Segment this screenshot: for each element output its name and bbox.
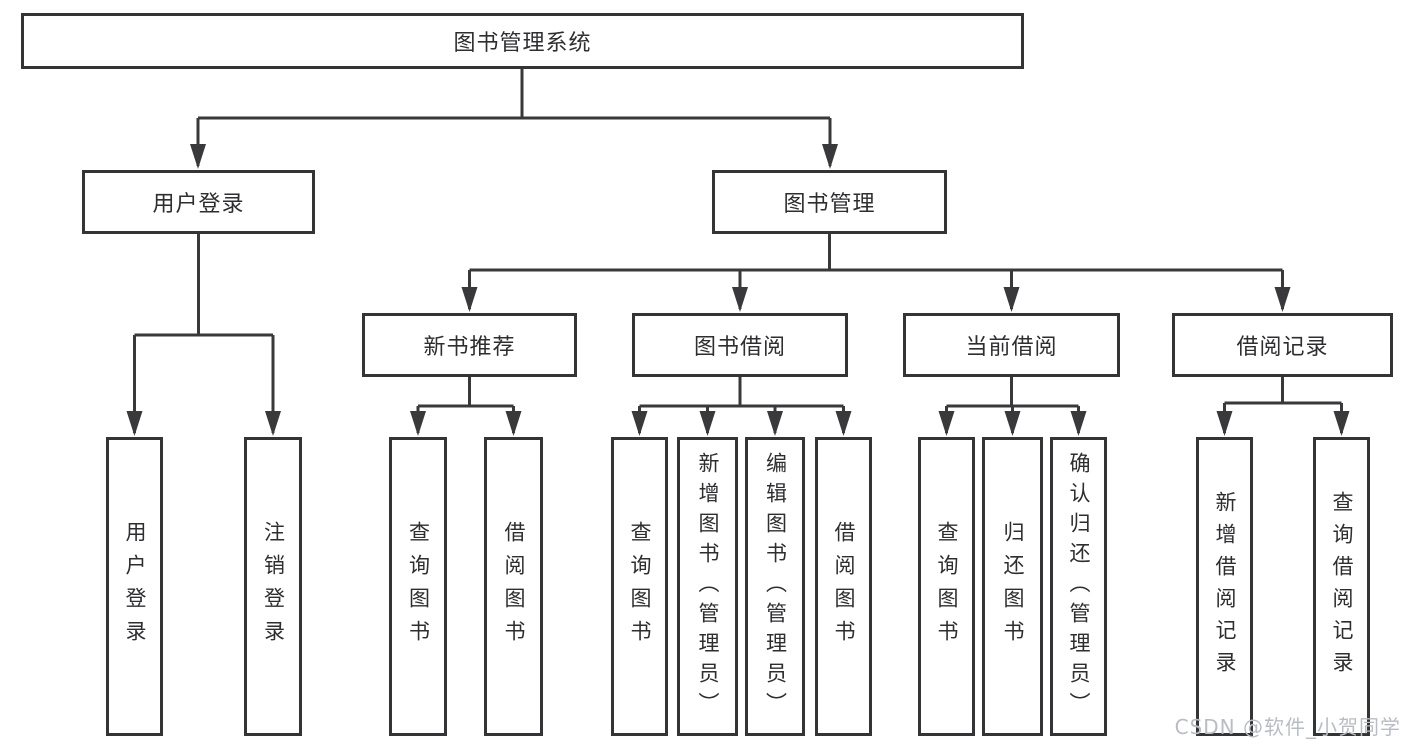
leaf-query-books-current: 查询图书 xyxy=(918,437,975,736)
node-borrow-records: 借阅记录 xyxy=(1172,313,1393,377)
leaf-add-borrow-record: 新增借阅记录 xyxy=(1196,437,1253,736)
leaf-edit-books-admin-label: 编辑图书（管理员） xyxy=(763,451,788,722)
node-user-login: 用户登录 xyxy=(82,170,315,234)
watermark: CSDN @软件_小贺同学 xyxy=(1174,715,1401,739)
node-current-borrow: 当前借阅 xyxy=(903,313,1120,377)
leaf-confirm-return-admin: 确认归还（管理员） xyxy=(1050,437,1107,736)
leaf-user-login: 用户登录 xyxy=(106,437,163,736)
leaf-confirm-return-admin-label: 确认归还（管理员） xyxy=(1067,451,1091,722)
node-new-book-recommend: 新书推荐 xyxy=(362,313,577,377)
node-book-management: 图书管理 xyxy=(712,170,947,234)
leaf-add-borrow-record-label: 新增借阅记录 xyxy=(1213,490,1237,683)
leaf-edit-books-admin: 编辑图书（管理员） xyxy=(745,437,805,736)
leaf-add-books-admin: 新增图书（管理员） xyxy=(677,437,738,736)
node-book-borrow: 图书借阅 xyxy=(632,313,848,377)
node-library-management-system: 图书管理系统 xyxy=(21,13,1024,69)
leaf-logout-label: 注销登录 xyxy=(261,520,286,653)
leaf-borrow-books-label: 借阅图书 xyxy=(832,520,856,653)
leaf-query-borrow-record-label: 查询借阅记录 xyxy=(1330,490,1354,683)
leaf-query-books-recommend: 查询图书 xyxy=(389,437,447,736)
leaf-borrow-books-recommend-label: 借阅图书 xyxy=(502,520,526,653)
leaf-return-books-label: 归还图书 xyxy=(1001,520,1025,653)
leaf-query-borrow-record: 查询借阅记录 xyxy=(1313,437,1370,736)
leaf-user-login-label: 用户登录 xyxy=(123,520,147,653)
leaf-query-books-borrow-label: 查询图书 xyxy=(628,520,652,653)
leaf-query-books-recommend-label: 查询图书 xyxy=(406,520,431,653)
leaf-query-books-current-label: 查询图书 xyxy=(935,520,959,653)
leaf-return-books: 归还图书 xyxy=(982,437,1043,736)
leaf-borrow-books: 借阅图书 xyxy=(815,437,872,736)
leaf-query-books-borrow: 查询图书 xyxy=(611,437,668,736)
leaf-borrow-books-recommend: 借阅图书 xyxy=(484,437,543,736)
leaf-logout: 注销登录 xyxy=(244,437,302,736)
leaf-add-books-admin-label: 新增图书（管理员） xyxy=(696,451,720,722)
